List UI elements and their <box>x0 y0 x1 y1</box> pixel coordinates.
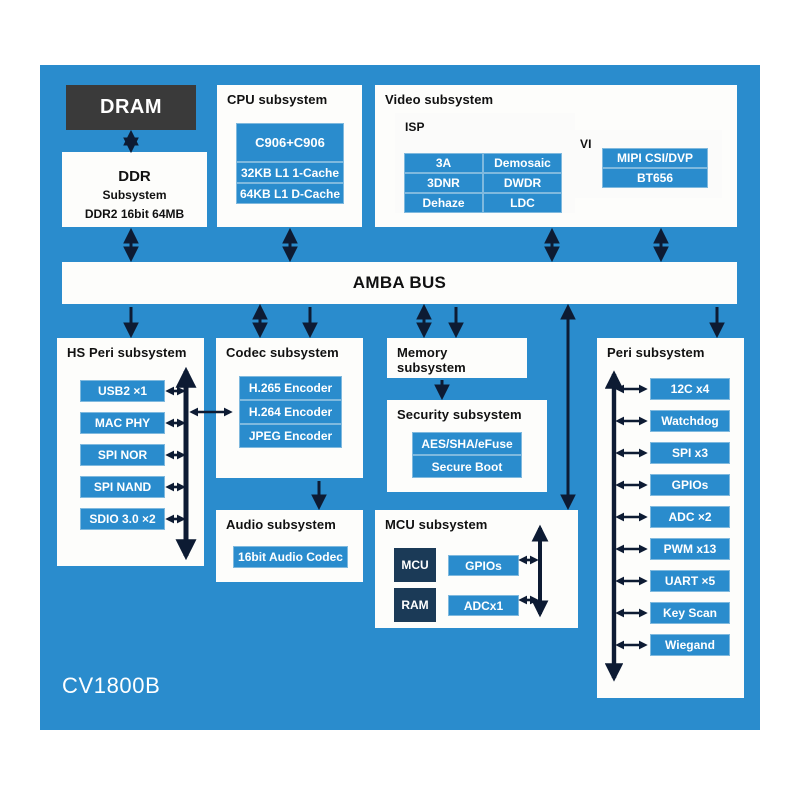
cpu-core-chip: C906+C906 <box>236 123 344 162</box>
security-item-aes: AES/SHA/eFuse <box>412 432 522 455</box>
dram-block: DRAM <box>66 85 196 130</box>
isp-item-ldc: LDC <box>483 193 562 213</box>
ddr-subtitle: Subsystem <box>102 188 167 202</box>
memory-subsystem-block: Memory subsystem <box>387 338 527 378</box>
audio-subsystem-block: Audio subsystem 16bit Audio Codec <box>216 510 363 582</box>
hs-peri-item-spinor: SPI NOR <box>80 444 165 466</box>
isp-item-dwdr: DWDR <box>483 173 562 193</box>
mcu-gpios-chip: GPIOs <box>448 555 519 576</box>
hs-peri-subsystem-block: HS Peri subsystem USB2 ×1 MAC PHY SPI NO… <box>57 338 204 566</box>
cpu-subsystem-title: CPU subsystem <box>227 92 328 107</box>
ddr-subsystem-block: DDR Subsystem DDR2 16bit 64MB <box>62 152 207 227</box>
audio-title: Audio subsystem <box>226 517 336 532</box>
security-item-secureboot: Secure Boot <box>412 455 522 478</box>
video-subsystem-title: Video subsystem <box>385 92 494 107</box>
isp-item-3a: 3A <box>404 153 483 173</box>
ddr-title: DDR <box>118 168 151 185</box>
codec-subsystem-block: Codec subsystem H.265 Encoder H.264 Enco… <box>216 338 363 478</box>
video-subsystem-block: Video subsystem ISP 3A Demosaic 3DNR DWD… <box>375 85 737 227</box>
hs-peri-item-usb2: USB2 ×1 <box>80 380 165 402</box>
codec-item-h265: H.265 Encoder <box>239 376 342 400</box>
cpu-icache-chip: 32KB L1 1-Cache <box>236 162 344 183</box>
memory-title-line1: Memory <box>397 345 448 360</box>
vi-item-bt656: BT656 <box>602 168 708 188</box>
memory-title: Memory subsystem <box>397 345 466 375</box>
vi-item-mipi: MIPI CSI/DVP <box>602 148 708 168</box>
peri-item-i2c: 12C x4 <box>650 378 730 400</box>
mcu-adc-chip: ADCx1 <box>448 595 519 616</box>
cpu-dcache-chip: 64KB L1 D-Cache <box>236 183 344 204</box>
peri-item-wiegand: Wiegand <box>650 634 730 656</box>
isp-item-3dnr: 3DNR <box>404 173 483 193</box>
mcu-ram-block: RAM <box>394 588 436 622</box>
amba-bus: AMBA BUS <box>62 262 737 304</box>
peri-item-spi: SPI x3 <box>650 442 730 464</box>
peri-item-gpios: GPIOs <box>650 474 730 496</box>
peri-item-watchdog: Watchdog <box>650 410 730 432</box>
peri-item-pwm: PWM x13 <box>650 538 730 560</box>
security-title: Security subsystem <box>397 407 522 422</box>
cpu-subsystem-block: CPU subsystem C906+C906 32KB L1 1-Cache … <box>217 85 362 227</box>
mcu-title: MCU subsystem <box>385 517 488 532</box>
codec-item-h264: H.264 Encoder <box>239 400 342 424</box>
peri-subsystem-block: Peri subsystem 12C x4 Watchdog SPI x3 GP… <box>597 338 744 698</box>
isp-title: ISP <box>405 120 425 134</box>
hs-peri-item-spinand: SPI NAND <box>80 476 165 498</box>
audio-item-codec: 16bit Audio Codec <box>233 546 348 568</box>
vi-block: VI MIPI CSI/DVP BT656 <box>570 130 722 198</box>
hs-peri-title: HS Peri subsystem <box>67 345 187 360</box>
vi-title: VI <box>580 137 592 151</box>
peri-item-uart: UART ×5 <box>650 570 730 592</box>
codec-item-jpeg: JPEG Encoder <box>239 424 342 448</box>
hs-peri-item-sdio: SDIO 3.0 ×2 <box>80 508 165 530</box>
peri-title: Peri subsystem <box>607 345 705 360</box>
peri-item-adc: ADC ×2 <box>650 506 730 528</box>
mcu-subsystem-block: MCU subsystem MCU RAM GPIOs ADCx1 <box>375 510 578 628</box>
isp-block: ISP 3A Demosaic 3DNR DWDR Dehaze LDC <box>395 113 575 213</box>
ddr-spec: DDR2 16bit 64MB <box>84 207 185 221</box>
peri-item-keyscan: Key Scan <box>650 602 730 624</box>
security-subsystem-block: Security subsystem AES/SHA/eFuse Secure … <box>387 400 547 492</box>
mcu-core-block: MCU <box>394 548 436 582</box>
hs-peri-item-macphy: MAC PHY <box>80 412 165 434</box>
chip-name-label: CV1800B <box>62 673 161 698</box>
isp-item-demosaic: Demosaic <box>483 153 562 173</box>
isp-item-dehaze: Dehaze <box>404 193 483 213</box>
codec-title: Codec subsystem <box>226 345 339 360</box>
memory-title-line2: subsystem <box>397 360 466 375</box>
